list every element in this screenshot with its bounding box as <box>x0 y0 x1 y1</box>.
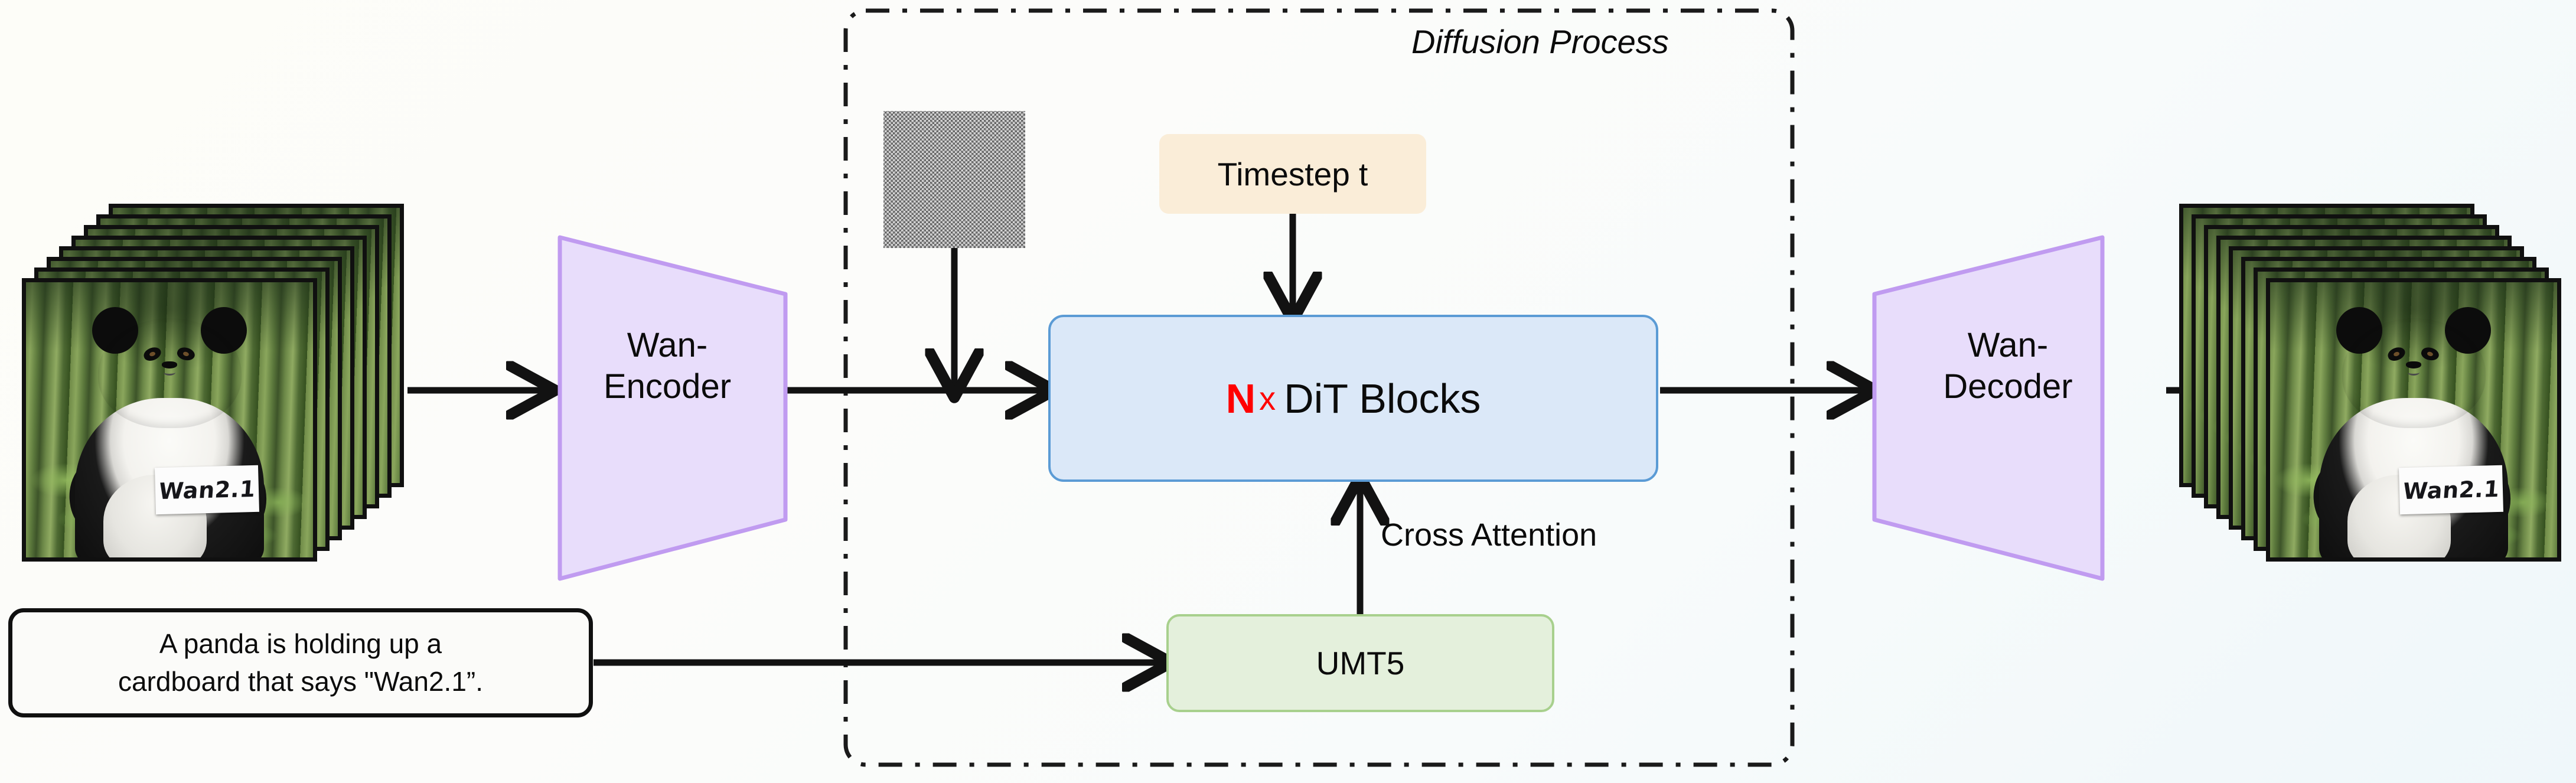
timestep-label: Timestep t <box>1217 155 1368 193</box>
prompt-line-1: A panda is holding up a <box>159 628 442 660</box>
wan-encoder-shape[interactable] <box>557 235 788 581</box>
panda-illustration: Wan2.1 <box>26 282 313 557</box>
cross-attention-label: Cross Attention <box>1381 517 1597 553</box>
umt5-label: UMT5 <box>1316 645 1405 681</box>
diffusion-process-title: Diffusion Process <box>1411 23 1669 60</box>
cardboard-sign-text: Wan2.1 <box>2401 475 2500 505</box>
wan-decoder-shape[interactable] <box>1872 235 2105 581</box>
timestep-node[interactable]: Timestep t <box>1159 134 1426 214</box>
output-video-frames[interactable]: Wan2.1 <box>2173 204 2563 564</box>
prompt-line-2: cardboard that says "Wan2.1”. <box>118 665 484 697</box>
umt5-node[interactable]: UMT5 <box>1166 614 1554 712</box>
gaussian-noise-patch <box>883 111 1025 248</box>
cardboard-sign: Wan2.1 <box>2398 465 2503 515</box>
dit-blocks-label: DiT Blocks <box>1284 375 1481 422</box>
dit-multiply-symbol: x <box>1259 380 1276 417</box>
diffusion-process-region <box>843 8 1795 767</box>
cardboard-sign-text: Wan2.1 <box>157 475 256 505</box>
frame-front: Wan2.1 <box>2266 278 2561 562</box>
panda-illustration: Wan2.1 <box>2270 282 2557 557</box>
dit-repeat-symbol: N <box>1225 375 1256 422</box>
input-video-frames[interactable]: Wan2.1 <box>20 204 410 564</box>
prompt-textbox[interactable]: A panda is holding up a cardboard that s… <box>8 608 593 717</box>
cardboard-sign: Wan2.1 <box>154 465 259 515</box>
dit-blocks-node[interactable]: N x DiT Blocks <box>1048 315 1658 482</box>
frame-front: Wan2.1 <box>22 278 317 562</box>
